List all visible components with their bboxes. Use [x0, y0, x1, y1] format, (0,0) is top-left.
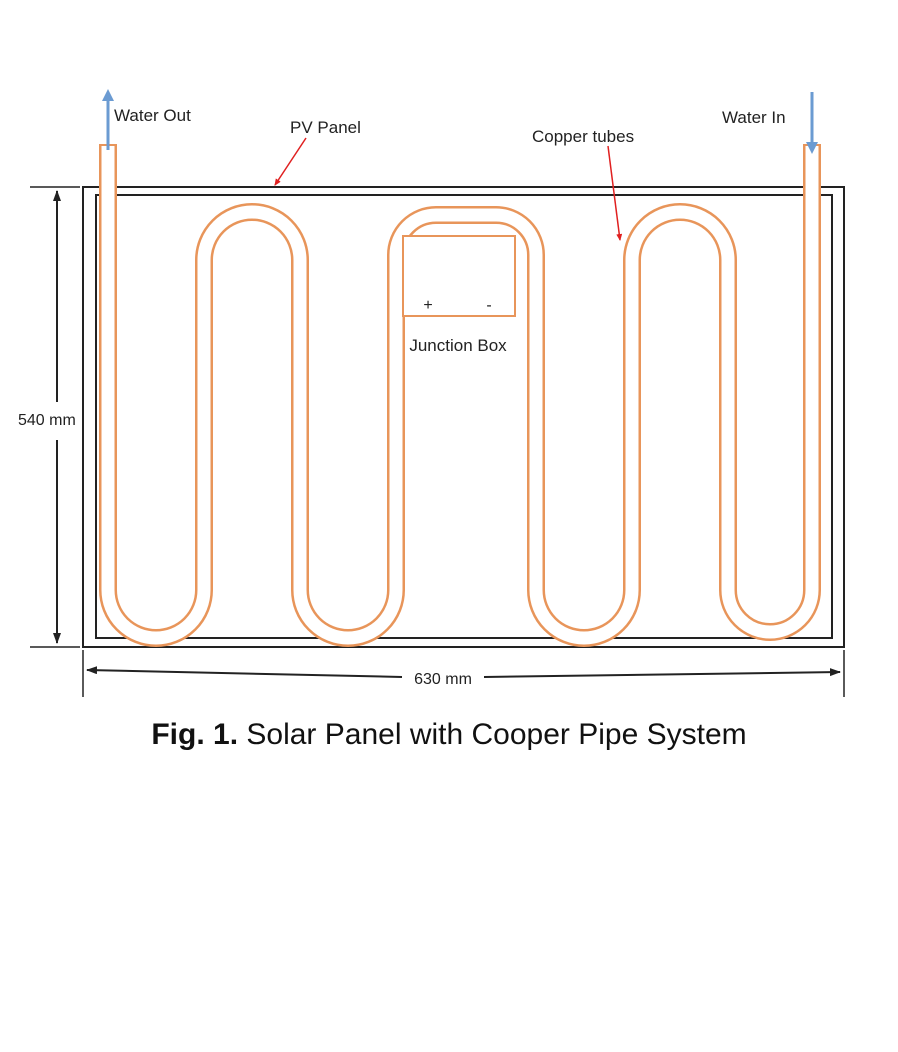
pv-panel-pointer-arrow — [274, 137, 307, 186]
copper-tube — [99, 144, 821, 647]
water-in-arrow — [806, 92, 818, 154]
figure-caption-prefix: Fig. 1. — [151, 718, 239, 751]
figure-caption-text: Solar Panel with Cooper Pipe System — [246, 718, 747, 751]
water-in-label: Water In — [722, 108, 786, 127]
copper-tubes-pointer-arrow — [607, 145, 623, 241]
height-dimension — [30, 186, 80, 648]
width-dimension-label: 630 mm — [414, 671, 472, 688]
junction-plus-label: + — [423, 297, 432, 314]
junction-box — [402, 235, 516, 317]
pv-panel-label: PV Panel — [290, 118, 361, 137]
copper-tube-bore — [101, 145, 819, 645]
junction-box-label: Junction Box — [409, 336, 507, 355]
water-out-label: Water Out — [114, 106, 191, 125]
junction-minus-label: - — [486, 297, 491, 314]
pv-panel-inner-frame — [95, 194, 833, 639]
copper-tubes-label: Copper tubes — [532, 127, 634, 146]
height-dimension-label: 540 mm — [18, 412, 76, 429]
pv-panel-outer-frame — [82, 186, 845, 648]
water-out-arrow — [102, 89, 114, 150]
figure-caption: Fig. 1. Solar Panel with Cooper Pipe Sys… — [0, 718, 898, 752]
width-dimension — [82, 650, 845, 697]
